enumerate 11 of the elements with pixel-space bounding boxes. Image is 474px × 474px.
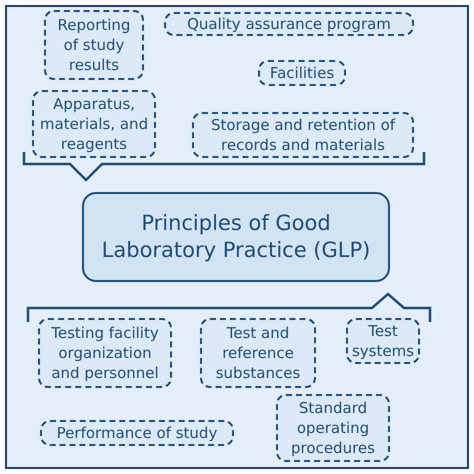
topic-box: Storage and retention of records and materials (192, 112, 414, 158)
topic-box: Performance of study (40, 420, 234, 446)
topic-box: Test systems (346, 318, 420, 364)
topic-box: Quality assurance program (164, 12, 414, 36)
topic-box: Standard operating procedures (276, 394, 390, 462)
topic-box: Apparatus, materials, and reagents (32, 90, 156, 158)
topic-box: Test and reference substances (200, 318, 316, 388)
topic-box: Testing facility organization and personnel (38, 318, 172, 388)
topic-box: Facilities (258, 60, 346, 86)
topic-box: Reporting of study results (44, 10, 144, 80)
title-box: Principles of Good Laboratory Practice (GLP) (82, 192, 390, 282)
